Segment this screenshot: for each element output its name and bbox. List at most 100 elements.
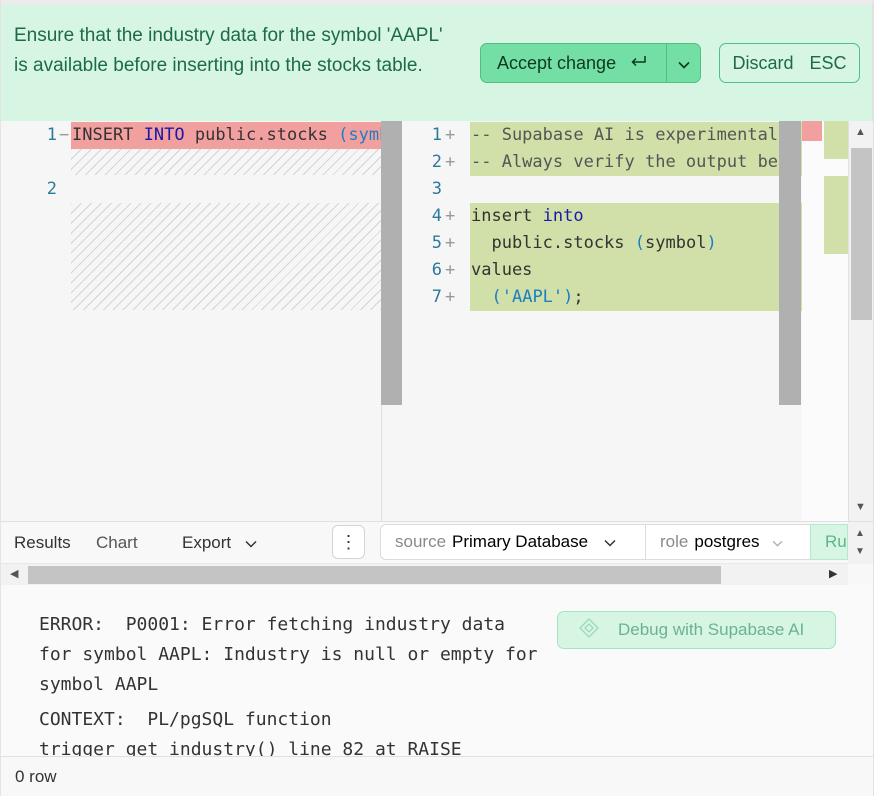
line-number: 1 bbox=[46, 125, 57, 145]
modified-pane[interactable]: 1 + -- Supabase AI is experimental 2 + -… bbox=[382, 121, 802, 521]
code-text: insert bbox=[471, 206, 543, 226]
window-edge bbox=[873, 0, 877, 796]
error-message: ERROR: P0001: Error fetching industry da… bbox=[39, 614, 549, 695]
discard-button[interactable]: Discard ESC bbox=[719, 43, 860, 83]
scrollbar-thumb[interactable] bbox=[851, 148, 872, 320]
ai-sparkle-icon bbox=[578, 617, 600, 644]
added-line-highlight bbox=[470, 203, 802, 311]
code-keyword: INTO bbox=[143, 125, 185, 145]
tab-results[interactable]: Results bbox=[14, 533, 71, 552]
source-select[interactable]: source Primary Database bbox=[380, 524, 646, 560]
line-number: 5 bbox=[431, 233, 442, 253]
modified-pane-scrollbar[interactable] bbox=[779, 121, 801, 405]
accept-change-label: Accept change bbox=[497, 52, 617, 73]
removed-marker: − bbox=[59, 125, 70, 145]
line-number: 6 bbox=[431, 260, 442, 280]
code-line-added: -- Supabase AI is experimental bbox=[471, 125, 779, 145]
code-line-added: insert into bbox=[471, 203, 584, 230]
code-text: public.stocks bbox=[184, 125, 339, 145]
role-prefix: role bbox=[660, 532, 689, 551]
code-keyword: into bbox=[542, 206, 584, 226]
row-count: 0 row bbox=[15, 767, 57, 786]
added-marker: + bbox=[445, 260, 456, 280]
scroll-up-arrow-icon[interactable]: ▲ bbox=[855, 126, 866, 138]
added-change-marker bbox=[824, 121, 848, 159]
original-pane[interactable]: 1 − INSERT INTO public.stocks (symb 2 bbox=[1, 121, 382, 521]
export-label: Export bbox=[182, 533, 232, 552]
more-options-button[interactable]: ⋮ bbox=[332, 525, 365, 559]
code-text: ; bbox=[573, 287, 584, 307]
added-marker: + bbox=[445, 125, 456, 145]
line-number: 2 bbox=[46, 179, 57, 199]
line-number: 1 bbox=[431, 125, 442, 145]
enter-icon bbox=[630, 53, 648, 74]
scrollbar-thumb[interactable] bbox=[28, 566, 721, 584]
code-line-added: values bbox=[471, 260, 533, 280]
chevron-down-icon bbox=[604, 532, 616, 552]
code-punctuation: ) bbox=[706, 233, 717, 253]
tab-chart[interactable]: Chart bbox=[96, 533, 138, 552]
empty-diff-area bbox=[71, 203, 381, 310]
added-marker: + bbox=[445, 152, 456, 172]
diff-overview-ruler bbox=[802, 121, 848, 521]
accept-change-button[interactable]: Accept change bbox=[480, 43, 701, 83]
code-text: public.stocks bbox=[471, 233, 635, 253]
scroll-left-arrow-icon[interactable]: ◀ bbox=[10, 568, 19, 580]
ai-suggestion-banner: Ensure that the industry data for the sy… bbox=[1, 0, 873, 121]
diff-editor: 1 − INSERT INTO public.stocks (symb 2 1 … bbox=[1, 121, 873, 521]
code-line-added: ('AAPL'); bbox=[471, 284, 584, 311]
code-punctuation: ) bbox=[563, 287, 574, 307]
line-number: 2 bbox=[431, 152, 442, 172]
source-prefix: source bbox=[395, 532, 447, 551]
chevron-down-icon bbox=[245, 522, 257, 564]
code-text: symbol bbox=[645, 233, 707, 253]
code-punctuation: ( bbox=[634, 233, 646, 253]
line-number: 3 bbox=[431, 179, 442, 199]
results-toolbar: Results Chart Export ⋮ source Primary Da… bbox=[1, 521, 873, 564]
chevron-down-icon bbox=[677, 53, 690, 74]
run-button[interactable]: Run bbox=[810, 524, 848, 560]
debug-with-ai-button[interactable]: Debug with Supabase AI bbox=[557, 611, 836, 649]
status-footer: 0 row bbox=[1, 756, 873, 796]
code-punctuation: ( bbox=[491, 287, 502, 307]
removed-change-marker bbox=[802, 121, 822, 141]
code-line-added: -- Always verify the output bef bbox=[471, 152, 789, 172]
toolbar-scroll[interactable]: ▲ ▼ bbox=[848, 522, 873, 564]
added-marker: + bbox=[445, 233, 456, 253]
discard-label: Discard bbox=[732, 52, 794, 73]
scroll-up-arrow-icon[interactable]: ▲ bbox=[855, 528, 865, 539]
source-value: Primary Database bbox=[452, 532, 589, 551]
code-punctuation: (symb bbox=[338, 125, 381, 145]
added-line-highlight bbox=[470, 122, 802, 176]
added-change-marker bbox=[824, 176, 848, 254]
added-marker: + bbox=[445, 287, 456, 307]
more-vertical-icon: ⋮ bbox=[339, 531, 358, 552]
debug-label: Debug with Supabase AI bbox=[618, 620, 805, 639]
removed-line-highlight bbox=[71, 122, 381, 149]
role-select[interactable]: role postgres bbox=[645, 524, 811, 560]
role-value: postgres bbox=[694, 532, 760, 551]
suggestion-message: Ensure that the industry data for the sy… bbox=[14, 25, 443, 76]
empty-diff-area bbox=[71, 149, 381, 175]
accept-options-dropdown[interactable] bbox=[667, 44, 700, 82]
line-number: 7 bbox=[431, 287, 442, 307]
code-text: INSERT bbox=[72, 125, 144, 145]
editor-vertical-scrollbar[interactable]: ▲ ▼ bbox=[848, 121, 873, 521]
results-output: ERROR: P0001: Error fetching industry da… bbox=[1, 585, 873, 756]
results-horizontal-scrollbar[interactable]: ◀ ▶ bbox=[1, 563, 848, 585]
export-button[interactable]: Export bbox=[182, 522, 257, 564]
scroll-right-arrow-icon[interactable]: ▶ bbox=[829, 568, 838, 580]
code-line-removed: INSERT INTO public.stocks (symb bbox=[72, 122, 381, 149]
code-line-added: public.stocks (symbol) bbox=[471, 230, 717, 257]
chevron-down-icon bbox=[772, 532, 783, 552]
accept-change-main[interactable]: Accept change bbox=[481, 44, 667, 82]
discard-shortcut: ESC bbox=[809, 52, 847, 73]
line-number: 4 bbox=[431, 206, 442, 226]
original-pane-scrollbar[interactable] bbox=[381, 121, 402, 405]
error-context: CONTEXT: PL/pgSQL function trigger_get_i… bbox=[39, 709, 462, 756]
scroll-down-arrow-icon[interactable]: ▼ bbox=[855, 501, 866, 513]
scroll-down-arrow-icon[interactable]: ▼ bbox=[855, 546, 865, 557]
code-text bbox=[471, 287, 491, 307]
added-marker: + bbox=[445, 206, 456, 226]
